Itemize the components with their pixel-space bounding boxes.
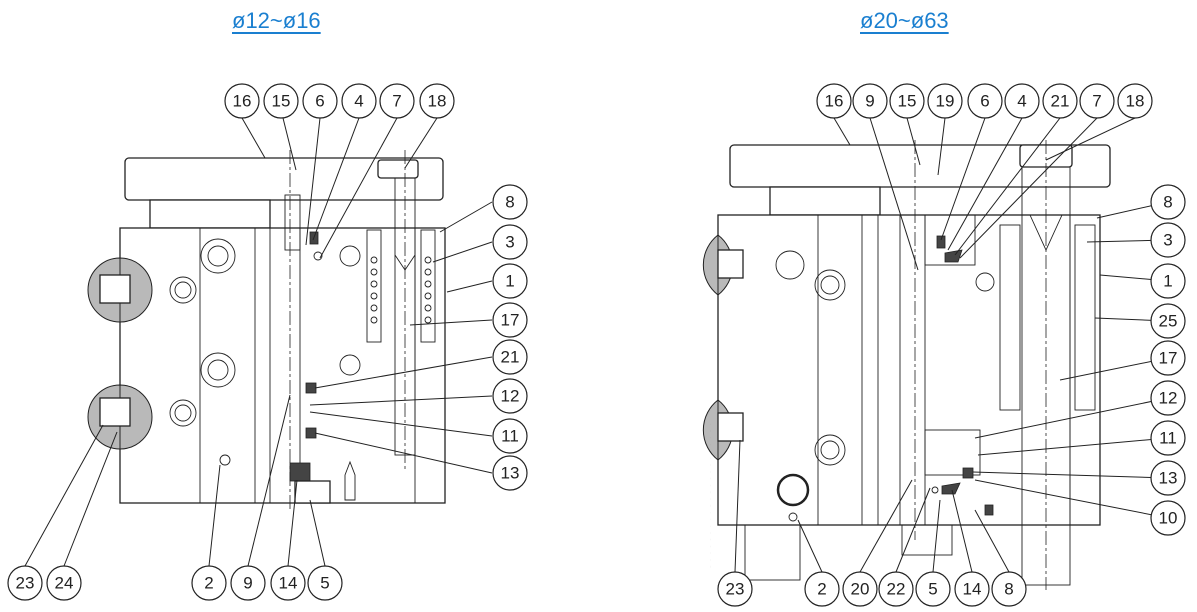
svg-text:15: 15 [272,92,291,111]
callout-16: 16 [816,83,852,119]
callout-25: 25 [1150,303,1186,339]
svg-text:20: 20 [851,580,870,599]
callout-13: 13 [492,455,528,491]
callout-23: 23 [717,571,753,607]
svg-text:12: 12 [1159,389,1178,408]
svg-text:12: 12 [501,387,520,406]
callout-8: 8 [492,184,528,220]
left-leader-lines [24,117,493,567]
heading-right-size-range[interactable]: ø20~ø63 [860,8,949,33]
svg-text:11: 11 [501,427,519,446]
svg-text:2: 2 [817,580,826,599]
callout-2: 2 [191,565,227,601]
callout-10: 10 [1150,500,1186,536]
callout-6: 6 [967,83,1003,119]
callout-20: 20 [842,571,878,607]
callout-21: 21 [1042,83,1078,119]
callout-16: 16 [224,83,260,119]
left-cylinder-drawing [87,150,446,510]
svg-text:8: 8 [1004,580,1013,599]
svg-text:13: 13 [1159,469,1178,488]
callout-8: 8 [991,571,1027,607]
callout-2: 2 [804,571,840,607]
svg-text:16: 16 [825,92,844,111]
callout-11: 11 [1150,420,1186,456]
svg-text:7: 7 [1092,92,1101,111]
callout-7: 7 [379,83,415,119]
svg-text:7: 7 [392,92,401,111]
callout-15: 15 [263,83,299,119]
svg-text:13: 13 [501,464,520,483]
callout-3: 3 [1150,222,1186,258]
svg-text:1: 1 [1163,272,1172,291]
svg-text:25: 25 [1159,312,1178,331]
svg-text:18: 18 [1126,92,1145,111]
callout-18: 18 [419,83,455,119]
heading-left-size-range[interactable]: ø12~ø16 [232,8,321,33]
callout-13: 13 [1150,460,1186,496]
svg-text:9: 9 [243,574,252,593]
svg-text:5: 5 [320,574,329,593]
svg-text:4: 4 [354,92,363,111]
right-leader-lines [710,117,1169,573]
svg-text:8: 8 [1163,193,1172,212]
svg-text:2: 2 [204,574,213,593]
callout-8: 8 [1150,184,1186,220]
callout-1: 1 [1150,263,1186,299]
svg-text:16: 16 [233,92,252,111]
callout-9: 9 [230,565,266,601]
callout-1: 1 [492,263,528,299]
svg-text:24: 24 [55,574,74,593]
right-cylinder-drawing [702,140,1111,590]
svg-text:15: 15 [898,92,917,111]
callout-11: 11 [492,418,528,454]
callout-18: 18 [1117,83,1153,119]
callout-6: 6 [302,83,338,119]
svg-text:10: 10 [1159,509,1178,528]
callout-9: 9 [852,83,888,119]
callout-14: 14 [270,565,306,601]
callout-5: 5 [915,571,951,607]
right-callout-balloons: 16 9 15 19 6 4 21 7 18 8 3 1 25 17 12 11… [717,83,1186,607]
callout-24: 24 [46,565,82,601]
svg-text:14: 14 [279,574,298,593]
svg-text:23: 23 [16,574,35,593]
callout-21: 21 [492,339,528,375]
svg-text:19: 19 [936,92,955,111]
svg-text:6: 6 [980,92,989,111]
callout-22: 22 [878,571,914,607]
callout-17: 17 [1150,340,1186,376]
callout-7: 7 [1079,83,1115,119]
svg-text:22: 22 [887,580,906,599]
svg-text:6: 6 [315,92,324,111]
svg-text:9: 9 [865,92,874,111]
svg-text:17: 17 [501,311,520,330]
left-callout-balloons: 16 15 6 4 7 18 8 3 1 17 21 12 11 13 23 2… [7,83,528,601]
svg-text:18: 18 [428,92,447,111]
svg-text:21: 21 [1051,92,1070,111]
callout-5: 5 [307,565,343,601]
callout-3: 3 [492,224,528,260]
callout-4: 4 [1004,83,1040,119]
svg-text:23: 23 [726,580,745,599]
svg-text:8: 8 [505,193,514,212]
svg-text:1: 1 [505,272,514,291]
callout-14: 14 [954,571,990,607]
svg-text:3: 3 [505,233,514,252]
svg-text:14: 14 [963,580,982,599]
svg-text:3: 3 [1163,231,1172,250]
svg-text:5: 5 [928,580,937,599]
svg-text:4: 4 [1017,92,1026,111]
svg-text:21: 21 [501,348,520,367]
callout-12: 12 [492,378,528,414]
callout-12: 12 [1150,380,1186,416]
callout-23: 23 [7,565,43,601]
svg-text:11: 11 [1159,429,1177,448]
callout-19: 19 [927,83,963,119]
callout-17: 17 [492,302,528,338]
svg-text:17: 17 [1159,349,1178,368]
callout-4: 4 [341,83,377,119]
callout-15: 15 [889,83,925,119]
